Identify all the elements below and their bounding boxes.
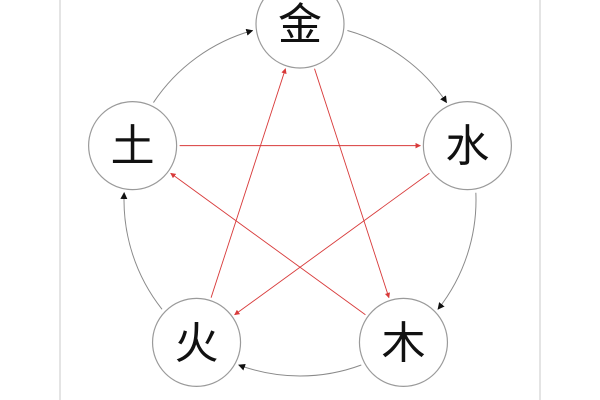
- node-label-metal: 金: [278, 0, 322, 51]
- overcoming-arrow-metal-to-wood: [314, 68, 390, 299]
- node-label-water: 水: [445, 121, 489, 172]
- generating-arrow-water-to-wood: [437, 192, 477, 310]
- node-wood: 木: [358, 297, 449, 387]
- node-earth: 土: [88, 101, 178, 191]
- overcoming-arrow-water-to-fire: [234, 172, 430, 316]
- element-nodes: 金水木 火 土: [88, 0, 512, 387]
- generating-arrow-earth-to-metal: [153, 28, 254, 103]
- node-circle-earth: [88, 101, 178, 191]
- node-circle-fire: [151, 297, 242, 387]
- generating-arrow-metal-to-water: [347, 30, 447, 104]
- overcoming-arrow-wood-to-earth: [170, 172, 366, 316]
- generating-arrow-fire-to-earth: [120, 192, 163, 310]
- node-circle-water: [422, 101, 512, 191]
- node-fire: 火: [151, 297, 242, 387]
- node-water: 水: [422, 101, 512, 191]
- node-label-wood: 木: [381, 318, 425, 369]
- node-circle-metal: [255, 0, 345, 69]
- generating-arrow-wood-to-fire: [238, 363, 362, 377]
- generating-cycle: [120, 28, 477, 377]
- node-circle-wood: [358, 297, 449, 387]
- node-label-fire: 火: [175, 318, 219, 369]
- node-label-earth: 土: [111, 121, 155, 172]
- overcoming-cycle: [170, 68, 430, 316]
- overcoming-arrow-fire-to-metal: [210, 68, 287, 298]
- node-metal: 金: [255, 0, 345, 69]
